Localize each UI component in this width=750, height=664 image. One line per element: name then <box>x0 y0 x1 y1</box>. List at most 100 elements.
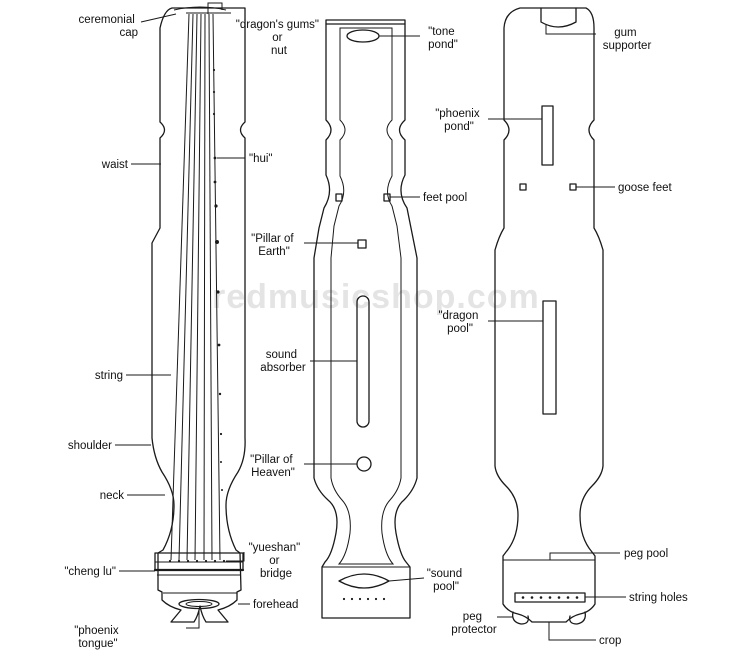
phoenix-pond <box>541 105 554 166</box>
hui-dot <box>216 290 220 294</box>
interior-string-holes <box>342 597 386 601</box>
label-pillar-of-heaven: "Pillar of Heaven" <box>250 454 296 479</box>
leader-phoenix-tongue <box>186 608 200 629</box>
hui-dot <box>214 204 218 208</box>
hui-dot <box>212 68 216 72</box>
bottom-string-holes <box>521 596 579 599</box>
string-4 <box>194 13 202 561</box>
tone-pond <box>346 29 380 43</box>
label-phoenix-pond: "phoenix pond" <box>435 108 483 133</box>
string-hole <box>204 559 208 563</box>
phoenix-tongue-inner <box>185 601 213 607</box>
string-5 <box>203 13 206 561</box>
phoenix-tongue <box>178 598 220 610</box>
string-hole <box>366 597 370 601</box>
pillar-of-heaven <box>356 456 372 472</box>
label-neck: neck <box>100 490 125 502</box>
goose-foot-right <box>569 183 577 191</box>
string-hole <box>186 559 190 563</box>
feet-pool-left <box>335 193 343 202</box>
leader-dragons-gums <box>207 2 223 14</box>
string-hole <box>382 597 386 601</box>
gum-supporter <box>540 7 577 28</box>
label-ceremonial-cap: ceremonial cap <box>79 14 138 39</box>
string-hole <box>530 596 534 599</box>
top-view-instrument <box>151 6 246 623</box>
label-goose-feet: goose feet <box>618 182 673 194</box>
label-tone-pond: "tone pond" <box>428 26 458 51</box>
string-hole <box>557 596 561 599</box>
string-hole <box>539 596 543 599</box>
hui-dot <box>221 489 223 491</box>
string-hole <box>195 559 199 563</box>
label-dragon-pool: "dragon pool" <box>438 310 481 335</box>
watermark-text: redmusicshop.com <box>212 278 540 316</box>
interior-view-instrument <box>313 19 418 619</box>
peg-protector-right <box>569 611 586 625</box>
dragon-pool <box>542 300 557 415</box>
hui-dot <box>213 180 217 184</box>
string-hole <box>575 596 579 599</box>
string-1 <box>170 13 190 561</box>
interior-outline <box>313 23 418 619</box>
string-hole <box>168 559 172 563</box>
goose-foot-left <box>519 183 527 191</box>
labels: ceremonial cap "dragon's gums" or nut wa… <box>64 14 688 650</box>
label-shoulder: shoulder <box>68 440 112 452</box>
label-peg-pool: peg pool <box>624 548 668 560</box>
leader-lines <box>115 2 626 641</box>
interior-top-edge <box>325 19 406 25</box>
label-phoenix-tongue: "phoenix tongue" <box>74 625 122 650</box>
string-7 <box>212 13 221 561</box>
hui-dot <box>220 461 222 463</box>
string-hole <box>548 596 552 599</box>
string-hole <box>222 559 226 563</box>
hui-dot <box>219 432 223 436</box>
label-crop: crop <box>599 635 621 647</box>
label-forehead: forehead <box>253 599 298 611</box>
pillar-of-earth <box>357 239 367 249</box>
string-hole <box>521 596 525 599</box>
yueshan-bridge <box>153 552 245 576</box>
label-hui: "hui" <box>249 153 273 165</box>
hui-dot <box>213 156 217 160</box>
leader-gum-supporter <box>545 24 596 35</box>
string-hole <box>350 597 354 601</box>
label-sound-absorber: sound absorber <box>260 349 306 374</box>
string-hole <box>566 596 570 599</box>
hui-dot <box>218 392 222 396</box>
leader-sound-pool <box>388 577 425 582</box>
label-dragons-gums: "dragon's gums" or nut <box>236 19 322 57</box>
hui-dot <box>215 240 219 244</box>
string-hole <box>358 597 362 601</box>
hui-dot <box>217 343 221 347</box>
string-hole <box>213 559 217 563</box>
string-2 <box>178 13 194 561</box>
leader-crop <box>548 622 596 641</box>
leader-peg-pool <box>549 552 620 560</box>
label-string: string <box>95 370 123 382</box>
top-view-outline <box>151 7 246 623</box>
label-gum-supporter: gum supporter <box>603 27 652 52</box>
label-string-holes: string holes <box>629 592 688 604</box>
bottom-view-outline <box>494 7 604 623</box>
string-hole <box>342 597 346 601</box>
string-hole <box>177 559 181 563</box>
string-hole <box>374 597 378 601</box>
leader-yueshan <box>226 552 245 562</box>
label-cheng-lu: "cheng lu" <box>64 566 116 578</box>
strings-group <box>170 13 221 561</box>
string-6 <box>208 13 213 561</box>
label-waist: waist <box>101 159 129 171</box>
sound-pool <box>338 573 390 589</box>
bottom-view-instrument <box>494 7 604 625</box>
string-3 <box>186 13 198 561</box>
label-sound-pool: "sound pool" <box>427 568 466 593</box>
leader-ceremonial-cap <box>140 13 177 23</box>
label-feet-pool: feet pool <box>423 192 467 204</box>
label-yueshan: "yueshan" or bridge <box>249 542 304 580</box>
hui-markers <box>212 68 223 491</box>
label-peg-protector: peg protector <box>451 611 497 636</box>
